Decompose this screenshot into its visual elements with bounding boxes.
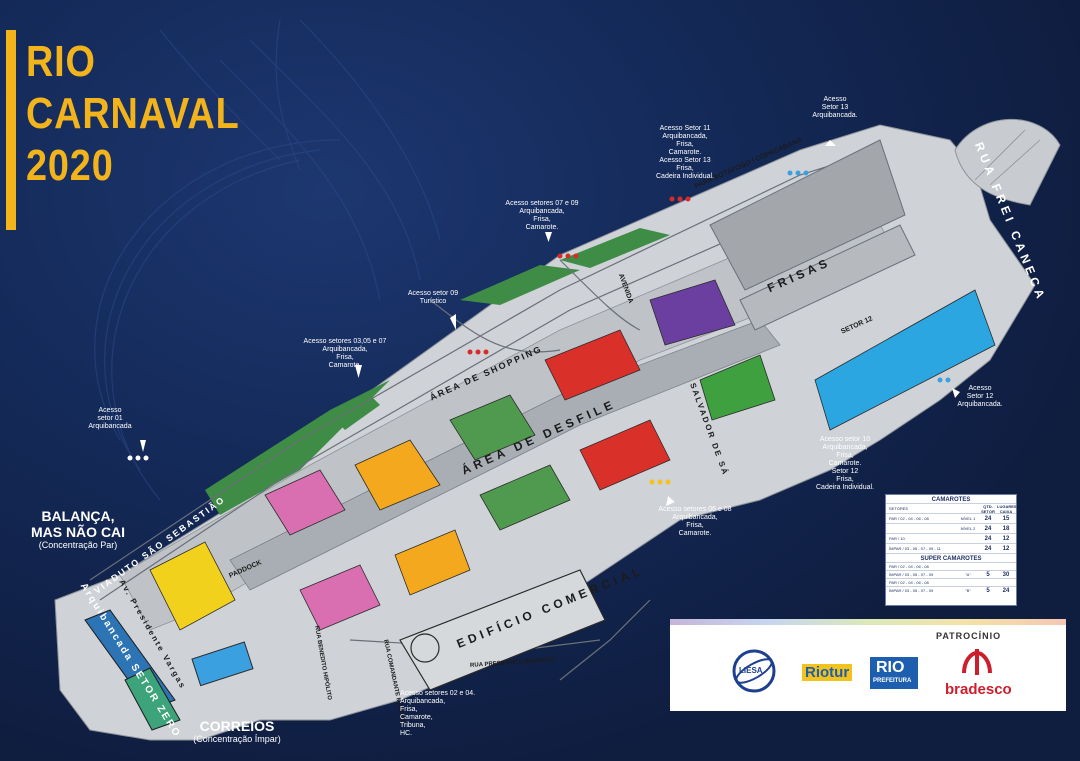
sector-10-green xyxy=(699,354,776,421)
sector-12-blue xyxy=(814,289,996,431)
decorative-swirl xyxy=(94,19,441,501)
parade-route xyxy=(229,319,781,591)
header-qtd: QTD. SETOR xyxy=(981,503,995,514)
super-camarotes-title: SUPER CAMAROTES xyxy=(886,553,1016,562)
table-row: PAR / 02 - 04 - 06 - 08 NÍVEL 1 24 15 xyxy=(886,513,1016,523)
header-setores: SETORES xyxy=(889,506,909,511)
green-areas xyxy=(205,228,670,515)
edificio-comercial-block xyxy=(399,569,606,691)
sector-05-orange xyxy=(354,439,441,511)
rio-prefeitura-logo: RIO PREFEITURA xyxy=(870,657,918,689)
title-line-1: RIO xyxy=(26,37,96,86)
table-row: ÍMPAR / 03 - 05 - 07 - 09 "A" 5 30 xyxy=(886,570,1016,578)
table-row: PAR / 02 - 04 - 06 - 08 xyxy=(886,562,1016,570)
sector-01-yellow xyxy=(149,541,236,631)
note-acesso-setor-12: Acesso Setor 12 Arquibancada. xyxy=(957,385,1003,408)
riotur-logo: Riotur xyxy=(802,664,853,681)
note-acesso-setores-11-13: Acesso Setor 11 Arquibancada, Frisa, Cam… xyxy=(656,125,714,180)
note-acesso-setores-03-05-07: Acesso setores 03,05 e 07 Arquibancada, … xyxy=(303,338,387,369)
balanca-title: BALANÇA, MAS NÃO CAI xyxy=(30,508,126,540)
pointer-arrows xyxy=(140,140,960,506)
sector-06-green xyxy=(479,464,571,531)
balanca-subtitle: (Concentração Par) xyxy=(38,540,118,550)
sector-03-pink xyxy=(264,469,346,536)
camarotes-table: CAMAROTES SETORES QTD. SETOR LUGARES CAI… xyxy=(885,494,1017,606)
title-line-2: CARNAVAL xyxy=(26,89,240,138)
header-lugares: LUGARES CAIXA xyxy=(997,503,1017,514)
title-line-3: 2020 xyxy=(26,141,114,190)
correios-title: CORREIOS xyxy=(199,718,275,734)
camarotes-title: CAMAROTES xyxy=(931,497,971,503)
correios-subtitle: (Concentração Ímpar) xyxy=(193,734,281,744)
correios-label: CORREIOS (Concentração Ímpar) xyxy=(182,718,292,745)
table-row: ÍMPAR / 03 - 05 - 07 - 09 - 11 24 12 xyxy=(886,543,1016,553)
note-acesso-setor-10-12: Acesso setor 10 Arquibancada, Frisa, Cam… xyxy=(816,436,874,491)
frisas-building xyxy=(709,139,906,291)
note-acesso-setores-02-04: Acesso setores 02 e 04. Arquibancada, Fr… xyxy=(400,690,476,737)
prefeitura-logo-text: PREFEITURA xyxy=(873,678,912,684)
sector-04-orange xyxy=(394,529,471,596)
sponsor-box: PATROCÍNIO LIESA Riotur RIO PREFEITURA b… xyxy=(670,619,1066,711)
sectors xyxy=(149,279,996,631)
liesa-logo-icon xyxy=(732,649,776,693)
sector-08-red xyxy=(579,419,671,491)
sponsor-stripe xyxy=(670,619,1066,625)
rio-logo-text: RIO xyxy=(876,659,905,676)
gate-dots xyxy=(127,170,951,485)
note-acesso-setores-06-08: Acesso setores 06 e 08 Arquibancada, Fri… xyxy=(658,506,732,537)
table-row: PAR / 02 - 04 - 06 - 08 xyxy=(886,578,1016,586)
sector-07-green xyxy=(449,394,536,461)
note-acesso-setor-13: Acesso Setor 13 Arquibancada. xyxy=(812,96,858,119)
title-accent-bar xyxy=(6,30,16,230)
oval-building xyxy=(954,118,1061,206)
note-acesso-setor-01: Acesso setor 01 Arquibancada xyxy=(88,407,132,430)
table-row: PAR / 10 24 12 xyxy=(886,533,1016,543)
bradesco-tree-icon xyxy=(962,649,992,675)
sector-09-red xyxy=(544,329,641,401)
pool xyxy=(191,641,254,687)
sector-02-pink xyxy=(299,564,381,631)
sector-11-purple xyxy=(649,279,736,346)
table-row: ÍMPAR / 03 - 05 - 07 - 09 "B" 5 24 xyxy=(886,586,1016,594)
liesa-logo-text: LIESA xyxy=(739,666,763,675)
camarotes-header-row: SETORES QTD. SETOR LUGARES CAIXA xyxy=(886,503,1017,514)
bradesco-logo-text: bradesco xyxy=(945,681,1012,698)
note-acesso-setor-09: Acesso setor 09 Turístico xyxy=(407,290,459,305)
note-acesso-setores-07-09: Acesso setores 07 e 09 Arquibancada, Fri… xyxy=(505,200,579,231)
table-row: NÍVEL 2 24 18 xyxy=(886,523,1016,533)
sponsor-title: PATROCÍNIO xyxy=(936,631,1002,641)
setor-zero-bleacher-2 xyxy=(124,667,181,731)
balanca-label: BALANÇA, MAS NÃO CAI (Concentração Par) xyxy=(18,492,138,567)
